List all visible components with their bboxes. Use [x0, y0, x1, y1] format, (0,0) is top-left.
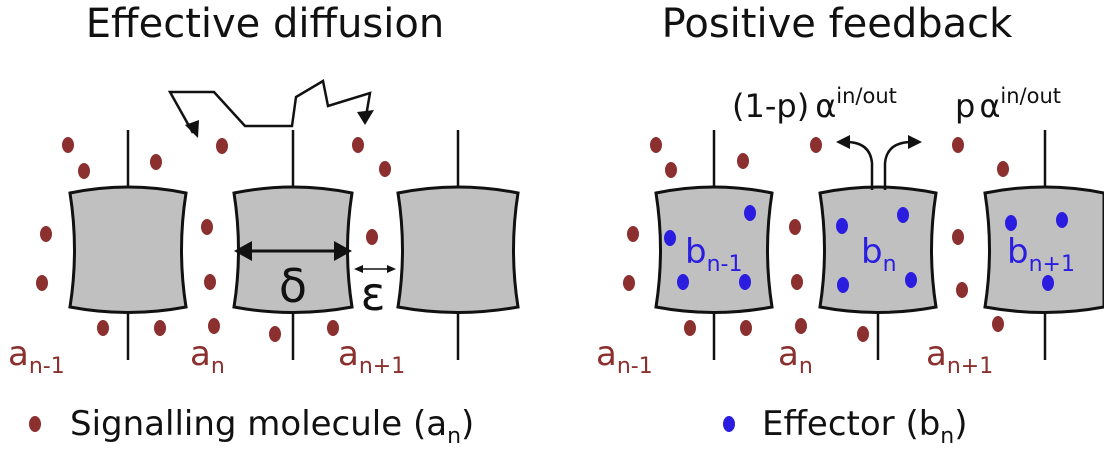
- secretion-arrow-right: [883, 140, 913, 190]
- signalling-molecule: [737, 153, 749, 169]
- random-walk-path: [167, 79, 372, 134]
- signalling-molecule: [327, 320, 339, 336]
- signalling-molecule: [684, 320, 696, 336]
- effector: [664, 230, 676, 246]
- left-signalling-molecules: [36, 137, 391, 342]
- rate-label-left: (1-p)αin/out: [732, 84, 897, 125]
- signalling-molecule: [97, 320, 109, 336]
- effector: [905, 272, 917, 288]
- signalling-molecule: [795, 318, 807, 334]
- left-label-a-current: an: [190, 334, 225, 379]
- signalling-molecule: [627, 226, 639, 242]
- random-walk-arrowhead-right: [357, 110, 374, 125]
- effector: [897, 207, 909, 223]
- signalling-molecule: [997, 161, 1009, 177]
- signalling-molecule: [78, 163, 90, 179]
- legend: Signalling molecule (an) Effector (bn): [29, 404, 968, 449]
- right-label-a-prev: an-1: [596, 334, 653, 379]
- left-label-a-next: an+1: [338, 334, 405, 379]
- signalling-molecule: [665, 162, 677, 178]
- signalling-molecule: [379, 161, 391, 177]
- right-label-a-next: an+1: [926, 334, 993, 379]
- signalling-molecule: [216, 138, 228, 154]
- right-effectors: [664, 205, 1068, 293]
- right-signalling-molecules: [623, 137, 1009, 342]
- secretion-arrowhead-right: [908, 135, 922, 149]
- signalling-molecule: [201, 219, 213, 235]
- left-label-a-prev: an-1: [8, 334, 65, 379]
- signalling-molecule: [36, 275, 48, 291]
- signalling-molecule: [40, 226, 52, 242]
- signalling-molecule: [366, 229, 378, 245]
- epsilon-label: ε: [361, 267, 386, 321]
- effector: [836, 218, 848, 234]
- left-panel: δ ε an-1 an an+1: [8, 79, 520, 379]
- signalling-molecule: [952, 137, 964, 153]
- signalling-molecule: [208, 318, 220, 334]
- effector: [677, 274, 689, 290]
- signalling-molecule: [810, 137, 822, 153]
- secretion-arrowhead-left: [836, 135, 850, 149]
- epsilon-arrowhead-left: [354, 265, 363, 273]
- left-cell-1: [68, 185, 188, 314]
- legend-effector-label: Effector (bn): [762, 404, 968, 449]
- signalling-molecule: [992, 316, 1004, 332]
- panel-title-right: Positive feedback: [662, 1, 1014, 47]
- signalling-molecule: [952, 229, 964, 245]
- cell-label-b-prev: bn-1: [685, 232, 742, 277]
- signalling-molecule: [791, 274, 803, 290]
- signalling-molecule: [352, 137, 364, 153]
- signalling-molecule: [789, 219, 801, 235]
- effector: [1042, 275, 1054, 291]
- delta-arrowhead-right: [334, 241, 352, 261]
- signalling-molecule: [650, 137, 662, 153]
- signalling-molecule: [62, 137, 74, 153]
- signalling-molecule: [154, 320, 166, 336]
- signalling-molecule: [150, 154, 162, 170]
- legend-signalling-marker: [29, 416, 41, 432]
- left-cell-3: [396, 185, 520, 314]
- right-cell-3: [983, 185, 1104, 314]
- effector: [1005, 215, 1017, 231]
- delta-label: δ: [279, 259, 307, 313]
- random-walk-arrowhead-left: [185, 120, 199, 138]
- effector: [837, 277, 849, 293]
- legend-effector-marker: [723, 416, 735, 432]
- signalling-molecule: [623, 275, 635, 291]
- signalling-molecule: [269, 326, 281, 342]
- effector: [739, 274, 751, 290]
- legend-signalling-label: Signalling molecule (an): [70, 404, 474, 449]
- secretion-arrow-left: [845, 140, 874, 190]
- effector: [1056, 212, 1068, 228]
- effector: [744, 205, 756, 221]
- right-cell-1: [654, 185, 774, 314]
- signalling-molecule: [956, 282, 968, 298]
- delta-arrowhead-left: [234, 241, 252, 261]
- panel-title-left: Effective diffusion: [86, 1, 444, 47]
- signalling-molecule: [857, 326, 869, 342]
- signalling-molecule: [204, 274, 216, 290]
- right-label-a-current: an: [778, 334, 813, 379]
- epsilon-arrowhead-right: [387, 265, 396, 273]
- cell-label-b-current: bn: [861, 232, 897, 277]
- signalling-molecule: [740, 320, 752, 336]
- cell-label-b-next: bn+1: [1007, 232, 1075, 277]
